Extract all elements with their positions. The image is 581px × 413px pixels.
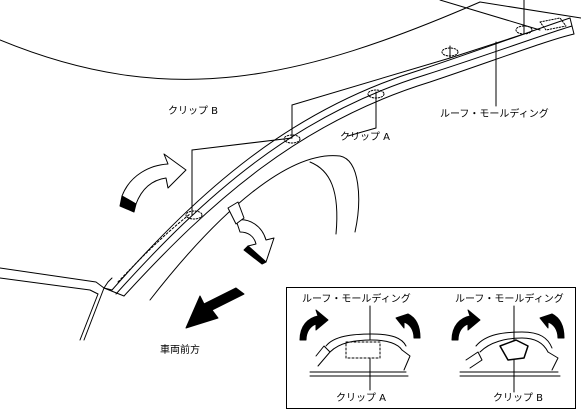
inset-right-arrow-1 [451, 309, 481, 341]
label-roof-molding: ルーフ・モールディング [440, 109, 549, 120]
clip-markers [185, 17, 567, 220]
label-clip-b: クリップ B [168, 106, 219, 117]
roof-edge [0, 1, 481, 80]
inset-left-molding [325, 333, 407, 347]
inset-left-arrow-2 [395, 313, 421, 339]
roof-molding [111, 17, 571, 291]
inset-left-bottom-label: クリップ A [336, 393, 387, 404]
inset-left-arrow-1 [299, 309, 329, 341]
inset-right-top-label: ルーフ・モールディング [455, 294, 564, 305]
front-arrow [185, 287, 245, 329]
label-vehicle-front: 車両前方 [160, 345, 200, 356]
inset-right-molding [475, 331, 553, 349]
inset-right-bottom-label: クリップ B [493, 393, 544, 404]
lift-arrow-left [121, 153, 187, 205]
inset-left-top-label: ルーフ・モールディング [302, 294, 411, 305]
inset-detail-box [286, 287, 576, 409]
label-clip-a: クリップ A [340, 132, 391, 143]
inset-right-arrow-2 [539, 313, 565, 339]
